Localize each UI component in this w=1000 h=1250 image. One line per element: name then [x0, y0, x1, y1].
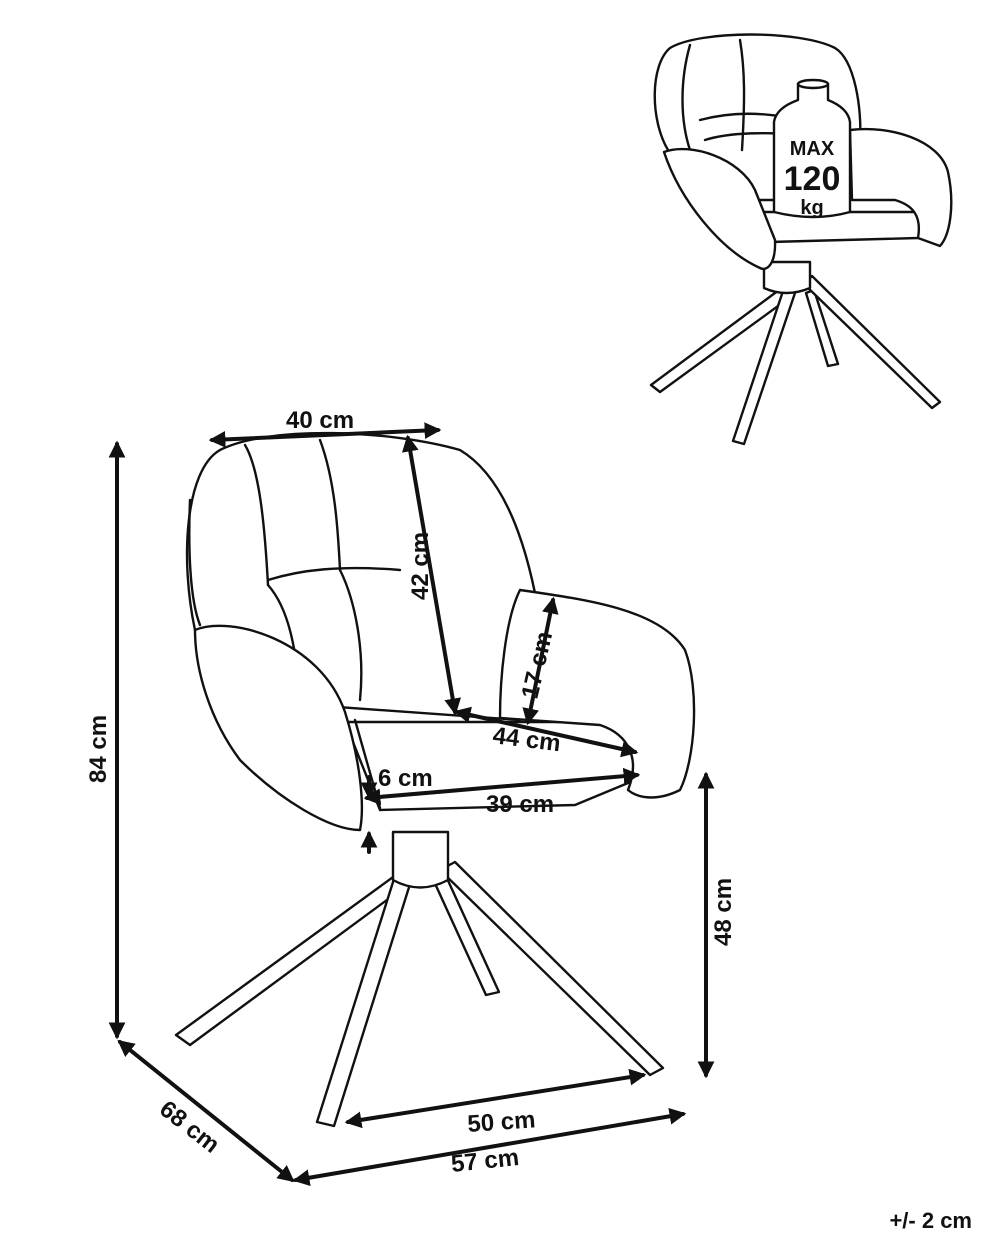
dim-line-back-width — [208, 422, 442, 448]
label-total-height: 84 cm — [85, 715, 112, 783]
dim-line-seat-depth — [453, 706, 639, 758]
badge-max-text: MAX — [790, 138, 835, 160]
dimension-lines — [108, 422, 715, 1187]
small-chair-illustration: MAX 120 kg — [649, 33, 953, 446]
label-depth: 68 cm — [154, 1095, 224, 1158]
tolerance-note: +/- 2 cm — [889, 1208, 972, 1233]
label-back-width: 40 cm — [286, 407, 354, 434]
label-total-width: 57 cm — [450, 1144, 521, 1178]
label-base-width: 50 cm — [467, 1106, 537, 1138]
label-seat-height: 48 cm — [710, 878, 737, 946]
label-seat-width: 39 cm — [486, 791, 554, 818]
label-seat-thickness: 6 cm — [378, 765, 433, 792]
dim-line-seat-width — [363, 767, 641, 806]
badge-weight-value: 120 — [784, 160, 841, 198]
main-chair-illustration — [174, 431, 696, 1128]
dim-line-total-width — [292, 1107, 687, 1187]
dim-line-back-height — [401, 434, 462, 716]
label-back-height: 42 cm — [407, 532, 434, 600]
dim-line-armrest-height — [522, 596, 559, 726]
badge-unit-text: kg — [800, 197, 823, 219]
dim-line-depth — [117, 1039, 295, 1183]
